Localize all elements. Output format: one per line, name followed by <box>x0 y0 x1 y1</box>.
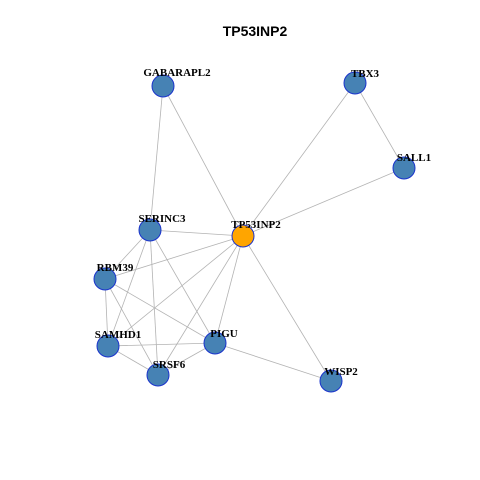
edge-tp53inp2-samhd1 <box>107 235 244 347</box>
node-label: GABARAPL2 <box>143 67 211 79</box>
node-circle[interactable] <box>343 71 367 95</box>
edge-tp53inp2-srsf6 <box>157 235 244 376</box>
node-serinc3[interactable]: SERINC3 <box>138 213 186 242</box>
node-srsf6[interactable]: SRSF6 <box>146 359 186 387</box>
node-circle[interactable] <box>392 156 416 180</box>
node-label: SERINC3 <box>138 213 186 225</box>
node-circle[interactable] <box>138 218 162 242</box>
node-circle[interactable] <box>96 334 120 358</box>
edge-serinc3-samhd1 <box>107 229 151 347</box>
node-pigu[interactable]: PIGU <box>203 328 238 355</box>
edge-rbm39-srsf6 <box>104 278 159 376</box>
edge-tp53inp2-gabarapl2 <box>162 85 244 237</box>
node-layer: TP53INP2 GABARAPL2 TBX3SALL1SERINC3RBM39SA… <box>93 67 431 393</box>
edge-tp53inp2-serinc3 <box>149 229 244 237</box>
edge-tp53inp2-tbx3 <box>242 82 356 237</box>
edge-rbm39-pigu <box>104 278 216 344</box>
node-circle[interactable] <box>319 369 343 393</box>
node-wisp2[interactable]: WISP2 <box>319 366 358 393</box>
node-label: SAMHD1 <box>95 329 141 341</box>
edge-pigu-wisp2 <box>214 342 332 382</box>
edge-samhd1-pigu <box>107 342 216 347</box>
edge-tp53inp2-sall1 <box>242 167 405 237</box>
graph-title: TP53INP2 <box>223 23 288 39</box>
node-label: SALL1 <box>397 152 431 164</box>
node-tp53inp2[interactable]: TP53INP2 <box>231 219 281 248</box>
edge-tp53inp2-pigu <box>214 235 244 344</box>
node-rbm39[interactable]: RBM39 <box>93 262 134 291</box>
node-sall1[interactable]: SALL1 <box>392 152 431 180</box>
node-gabarapl2[interactable]: GABARAPL2 <box>143 67 211 98</box>
node-label: TBX3 <box>351 68 380 80</box>
edge-tp53inp2-rbm39 <box>104 235 244 280</box>
node-label: PIGU <box>210 328 238 340</box>
edge-tbx3-sall1 <box>354 82 405 169</box>
node-circle[interactable] <box>203 331 227 355</box>
edge-tp53inp2-wisp2 <box>242 235 332 382</box>
node-circle[interactable] <box>231 224 255 248</box>
node-samhd1[interactable]: SAMHD1 <box>95 329 141 358</box>
node-circle[interactable] <box>151 74 175 98</box>
node-label: SRSF6 <box>153 359 186 371</box>
edge-serinc3-pigu <box>149 229 216 344</box>
node-circle[interactable] <box>93 267 117 291</box>
node-tbx3[interactable]: TBX3 <box>343 68 380 95</box>
node-label: RBM39 <box>97 262 134 274</box>
node-label: WISP2 <box>324 366 358 378</box>
node-label: TP53INP2 <box>231 219 281 231</box>
edge-serinc3-srsf6 <box>149 229 159 376</box>
edge-gabarapl2-serinc3 <box>149 85 164 231</box>
node-circle[interactable] <box>146 363 170 387</box>
